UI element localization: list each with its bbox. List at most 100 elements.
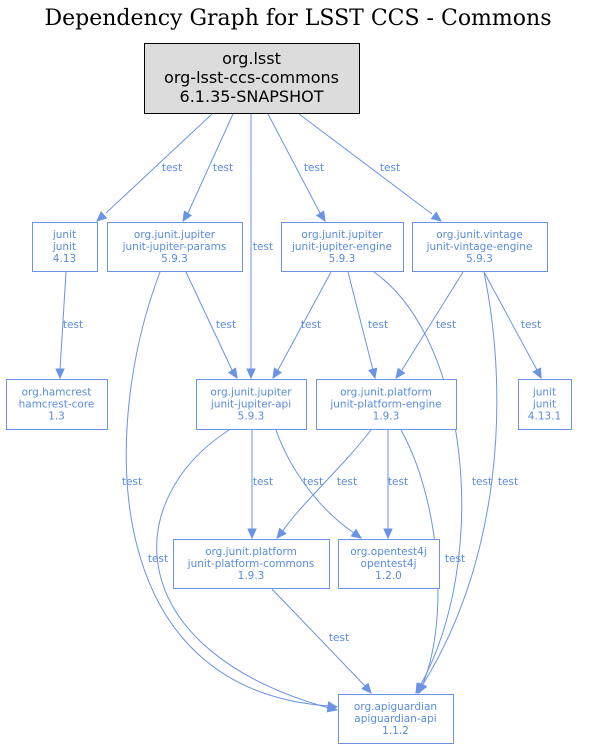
node-label-line: junit-vintage-engine bbox=[426, 241, 533, 253]
node-label-line: 4.13.1 bbox=[528, 411, 561, 423]
node-label-line: opentest4j bbox=[361, 558, 417, 570]
edge-line bbox=[275, 429, 355, 534]
node-box bbox=[32, 222, 98, 272]
node-label-line: junit-jupiter-engine bbox=[291, 241, 392, 253]
node-box bbox=[196, 379, 307, 430]
node-label-line: org.junit.jupiter bbox=[301, 229, 383, 241]
edge-arrowhead bbox=[315, 210, 326, 223]
node-label-line: 5.9.3 bbox=[161, 253, 188, 265]
edge-label: test bbox=[63, 319, 83, 331]
node-box bbox=[173, 539, 330, 589]
edge-label: test bbox=[301, 319, 321, 331]
node-label-line: 1.3 bbox=[48, 411, 65, 423]
edge-arrowhead bbox=[532, 367, 542, 380]
node-label-line: junit bbox=[532, 399, 556, 411]
edge-label: test bbox=[380, 162, 400, 174]
node-label-line: 5.9.3 bbox=[466, 253, 493, 265]
node-label-line: org.junit.platform bbox=[340, 387, 432, 399]
node-label-line: org.lsst bbox=[222, 49, 281, 68]
node-box bbox=[338, 694, 454, 744]
node-label-line: 6.1.35-SNAPSHOT bbox=[180, 87, 324, 106]
node-box bbox=[6, 379, 108, 430]
node-label-line: org.junit.vintage bbox=[436, 229, 523, 241]
node-label-line: 5.9.3 bbox=[238, 411, 265, 423]
edge-label: test bbox=[303, 476, 323, 488]
edge-arrowhead bbox=[246, 368, 256, 380]
node-label-line: apiguardian-api bbox=[354, 713, 436, 725]
edge-line bbox=[156, 429, 330, 709]
node-label-line: junit bbox=[52, 229, 76, 241]
node-label-line: org.apiguardian bbox=[354, 701, 437, 713]
edge-label: test bbox=[304, 162, 324, 174]
edge-line bbox=[277, 271, 332, 371]
node-label-line: org.junit.jupiter bbox=[210, 387, 292, 399]
edge-label: test bbox=[122, 476, 142, 488]
node-root: org.lsstorg-lsst-ccs-commons6.1.35-SNAPS… bbox=[144, 43, 360, 114]
edge-line bbox=[281, 429, 372, 533]
node-label-line: org.junit.jupiter bbox=[134, 229, 216, 241]
edge-label: test bbox=[148, 553, 168, 565]
edge-label: test bbox=[253, 476, 273, 488]
edge-line bbox=[298, 113, 433, 215]
node-box bbox=[412, 222, 548, 272]
node-engine: org.junit.jupiterjunit-jupiter-engine5.9… bbox=[281, 222, 404, 272]
node-label-line: junit-jupiter-api bbox=[210, 399, 291, 411]
node-label-line: org-lsst-ccs-commons bbox=[164, 68, 339, 87]
edge-line bbox=[373, 271, 463, 687]
edge-label: test bbox=[498, 476, 518, 488]
node-label-line: junit-jupiter-params bbox=[122, 241, 227, 253]
edge-line bbox=[421, 271, 498, 687]
node-box bbox=[281, 222, 404, 272]
node-commons: org.junit.platformjunit-platform-commons… bbox=[173, 539, 330, 589]
edge-line bbox=[401, 271, 464, 371]
node-box bbox=[144, 43, 360, 114]
edge-arrowhead bbox=[276, 527, 287, 539]
node-vintage: org.junit.vintagejunit-vintage-engine5.9… bbox=[412, 222, 548, 272]
edge-line bbox=[187, 113, 234, 214]
edge-arrowhead bbox=[272, 367, 283, 380]
edge-arrowhead bbox=[368, 367, 378, 380]
edge-line bbox=[271, 588, 366, 687]
graph-title: Dependency Graph for LSST CCS - Commons bbox=[44, 6, 552, 31]
edge-arrowhead bbox=[227, 367, 238, 380]
edge-line bbox=[267, 113, 321, 214]
node-label-line: org.junit.platform bbox=[205, 546, 297, 558]
node-label-line: junit bbox=[52, 241, 76, 253]
edge-label: test bbox=[253, 241, 273, 253]
node-label-line: 1.9.3 bbox=[238, 570, 265, 582]
edge-label: test bbox=[388, 476, 408, 488]
edge-label: test bbox=[329, 632, 349, 644]
edge-arrowhead bbox=[96, 211, 108, 222]
node-label-line: 1.1.2 bbox=[382, 725, 409, 737]
node-label-line: junit-platform-engine bbox=[329, 399, 441, 411]
edge-arrowhead bbox=[182, 210, 193, 223]
node-box bbox=[107, 222, 243, 272]
edge-arrowhead bbox=[55, 368, 65, 380]
node-platformEngine: org.junit.platformjunit-platform-engine1… bbox=[316, 379, 457, 430]
node-label-line: 4.13 bbox=[53, 253, 76, 265]
edge-label: test bbox=[521, 319, 541, 331]
node-label-line: junit bbox=[532, 387, 556, 399]
edge-arrowhead bbox=[383, 528, 393, 540]
edge-label: test bbox=[436, 319, 456, 331]
node-params: org.junit.jupiterjunit-jupiter-params5.9… bbox=[107, 222, 243, 272]
node-label-line: 1.9.3 bbox=[373, 411, 400, 423]
edge-label: test bbox=[213, 162, 233, 174]
node-label-line: 1.2.0 bbox=[375, 570, 402, 582]
edge-arrowhead bbox=[350, 528, 363, 539]
edge-label: test bbox=[472, 476, 492, 488]
edge-arrowhead bbox=[247, 528, 257, 540]
edge-line bbox=[483, 271, 538, 371]
edge-line bbox=[105, 113, 213, 214]
node-label-line: org.opentest4j bbox=[350, 546, 427, 558]
edge-line bbox=[125, 271, 330, 707]
edge-arrowhead bbox=[430, 211, 442, 222]
edge-arrowhead bbox=[326, 703, 339, 713]
edge-arrowhead bbox=[395, 367, 406, 379]
